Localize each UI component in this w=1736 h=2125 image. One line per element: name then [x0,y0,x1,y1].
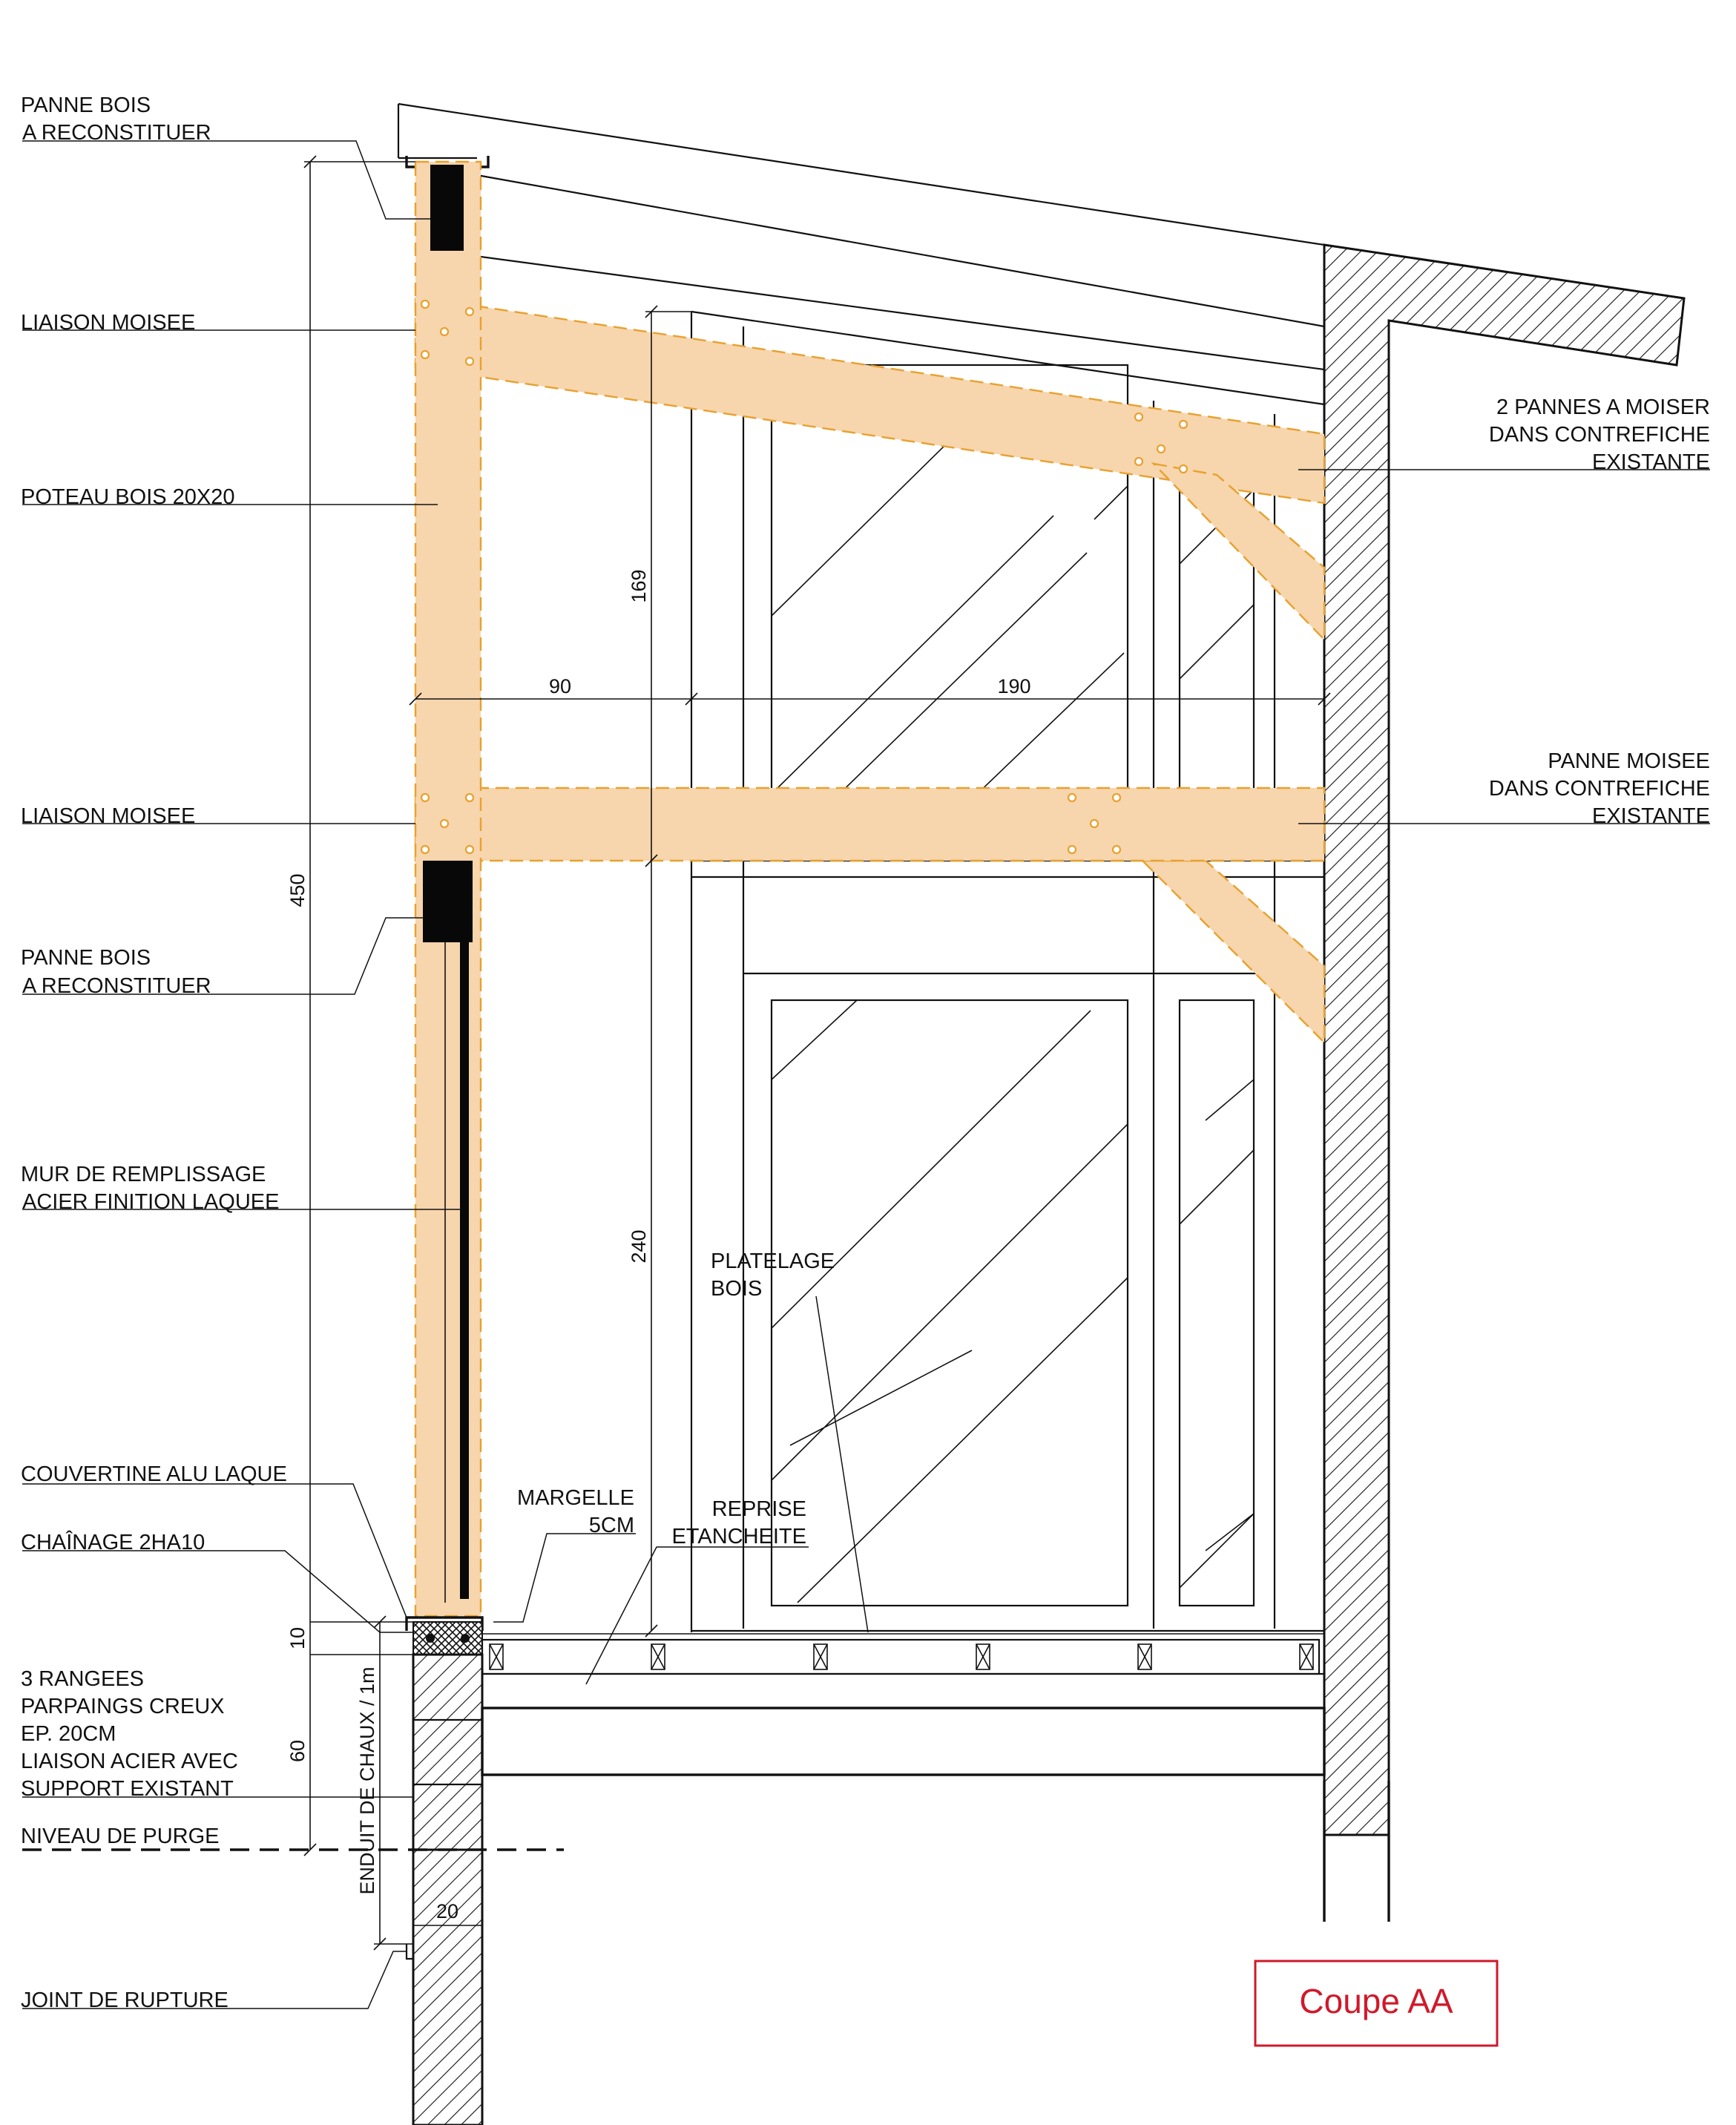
label-poteau: POTEAU BOIS 20X20 [21,485,235,509]
label-joint-rupture: JOINT DE RUPTURE [21,1988,228,2012]
dimension-lines [303,155,1331,1951]
leader-platelage [815,1295,869,1633]
leader-panne-middle [22,917,423,995]
timber-upper-brace [1151,462,1326,642]
leader-joint [22,1951,407,2009]
existing-wall-hatched [1323,243,1686,1836]
left-labels: PANNE BOIS A RECONSTITUER LIAISON MOISEE… [21,93,287,2012]
roof-underside-line [476,174,1325,328]
label-couvertine: COUVERTINE ALU LAQUE [21,1462,287,1486]
label-parpaings-1: 3 RANGEES [21,1667,144,1691]
leader-reprise [585,1546,809,1685]
label-mur-1: MUR DE REMPLISSAGE [21,1163,266,1186]
chainage-2ha10 [412,1621,483,1655]
joint-de-rupture-mark [405,1944,413,1960]
title-frame [1254,1960,1499,2047]
base-and-floor [22,1616,1326,2125]
steel-infill-wall [460,942,469,1599]
transom [691,859,1326,878]
label-reprise-1: REPRISE [712,1497,806,1521]
label-2-pannes-2: DANS CONTREFICHE [1489,423,1710,447]
leader-couvertine [22,1483,407,1618]
label-niveau-purge: NIVEAU DE PURGE [21,1825,220,1848]
leader-lines [22,140,1710,2009]
dim-10: 10 [286,1627,309,1649]
dim-240: 240 [628,1229,650,1263]
label-panne-top-2: A RECONSTITUER [22,121,211,145]
dim-20: 20 [436,1900,458,1922]
purlin-solid-middle [423,861,473,942]
platelage-bois [481,1638,1321,1675]
deck-joists [489,1643,1314,1670]
label-parpaings-2: PARPAINGS CREUX [21,1695,224,1718]
concrete-slab [481,1707,1326,1776]
leader-chainage [22,1550,413,1633]
dim-169: 169 [628,569,650,602]
timber-lower-brace [1140,859,1326,1045]
roof-top-line [398,102,1325,246]
glazing-frames [690,312,1326,1632]
label-platelage-1: PLATELAGE [711,1249,835,1273]
lower-glass-hatch [771,999,1128,1603]
roof [397,102,1325,406]
label-2-pannes-3: EXISTANTE [1592,450,1710,474]
parpaing-joints [413,1718,482,1786]
roof-inner-line [447,251,1325,371]
parpaings-rows [412,1653,484,1851]
existing-wall [1323,243,1686,1922]
label-liaison-top: LIAISON MOISEE [21,311,195,335]
label-panne-top-1: PANNE BOIS [21,93,151,117]
label-panne-middle-2: A RECONSTITUER [22,974,211,998]
right-labels: 2 PANNES A MOISER DANS CONTREFICHE EXIST… [1489,395,1710,828]
label-parpaings-4: LIAISON ACIER AVEC [21,1750,238,1773]
insulation-layer [481,1672,1326,1709]
label-margelle-1: MARGELLE [517,1486,634,1510]
label-2-pannes-1: 2 PANNES A MOISER [1496,395,1710,419]
label-margelle-2: 5CM [589,1514,634,1537]
dim-ticks-90-190 [409,692,1331,706]
lower-side-glass-hatch [1179,1079,1255,1589]
label-parpaings-5: SUPPORT EXISTANT [21,1777,234,1801]
dim-190: 190 [997,675,1030,697]
label-reprise-2: ETANCHEITE [671,1525,806,1548]
label-mur-2: ACIER FINITION LAQUEE [22,1190,279,1214]
ceiling-line [691,310,1325,406]
rebar-right [461,1634,470,1643]
label-panne-moisee-1: PANNE MOISEE [1548,749,1710,773]
dim-90: 90 [549,675,571,697]
dim-450: 450 [286,873,309,907]
label-panne-moisee-2: DANS CONTREFICHE [1489,777,1710,801]
purlin-solid-top [430,165,464,251]
label-panne-middle-1: PANNE BOIS [21,946,151,970]
label-panne-moisee-3: EXISTANTE [1592,804,1710,828]
lower-glass-pane [770,999,1129,1607]
leader-panne-top [22,140,430,220]
timber-horizontal-purlin [414,786,1326,862]
dimension-texts: 450 169 240 90 190 10 60 20 ENDUIT DE CH… [286,569,1031,1922]
label-platelage-2: BOIS [711,1277,762,1301]
drawing-title: Coupe AA [1299,1982,1453,2020]
dim-render-note: ENDUIT DE CHAUX / 1m [356,1666,378,1894]
center-labels: PLATELAGE BOIS MARGELLE 5CM REPRISE ETAN… [517,1249,835,1548]
existing-base-wall [412,1848,484,2125]
timber-structure [414,160,1326,1617]
bolts [420,299,1188,855]
title-block: Coupe AA [1254,1960,1499,2047]
label-parpaings-3: EP. 20CM [21,1722,116,1746]
dim-ext-chainage [310,1621,413,1655]
label-liaison-middle: LIAISON MOISEE [21,804,195,828]
rebar-left [426,1634,435,1643]
label-chainage: CHAÎNAGE 2HA10 [21,1530,205,1554]
dim-60: 60 [286,1740,309,1762]
leader-margelle [493,1533,636,1623]
upper-glass-hatch [771,396,1128,835]
lower-side-glass [1178,999,1255,1607]
